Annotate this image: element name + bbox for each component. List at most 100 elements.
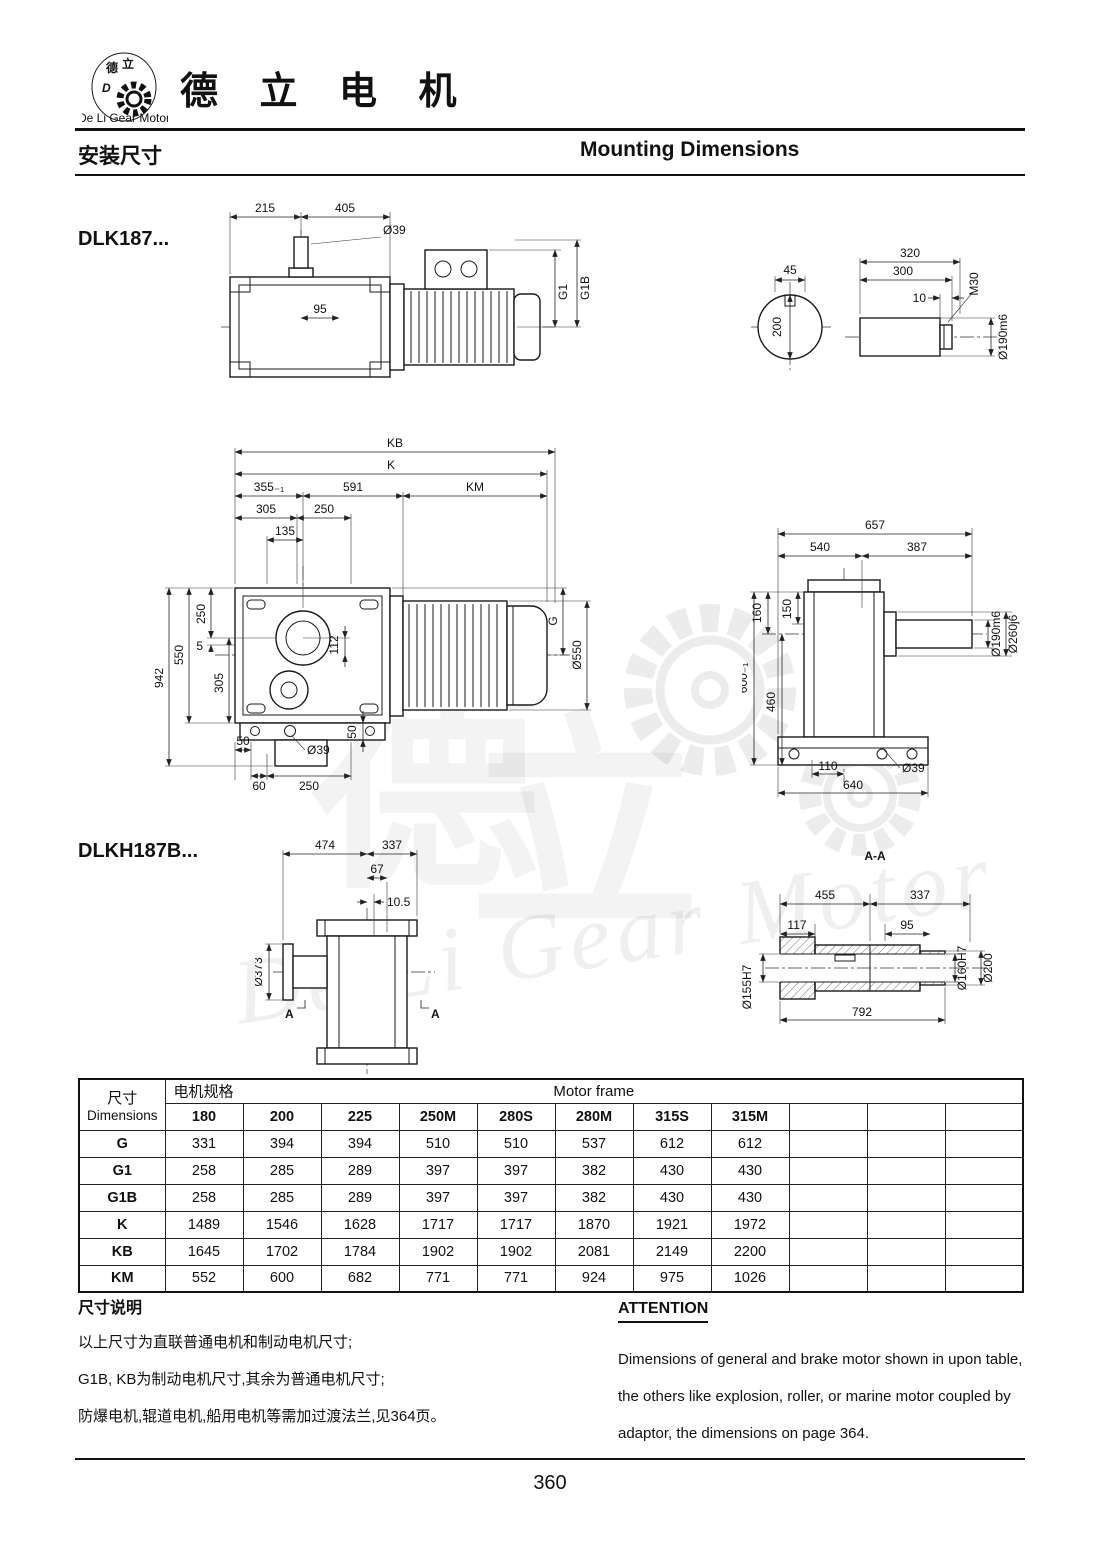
motor-frame-column: 315S [632, 1102, 712, 1131]
motor-front-outline [389, 595, 548, 717]
dimension-value-cell: 600 [242, 1264, 322, 1293]
logo-ring-text: De Li Gear Motor [82, 111, 168, 125]
dimension-value-cell: 430 [632, 1156, 712, 1185]
dim-label: 550 [172, 645, 186, 665]
dimension-value-cell: 285 [242, 1183, 322, 1212]
dim-label: 455 [815, 888, 835, 902]
dim-label: 387 [907, 540, 927, 554]
dim-label: G1 [556, 284, 570, 300]
gearbox-side-view-drawing: 657 540 387 600₋₁ 160 460 150 Ø190m6 Ø26… [742, 518, 1020, 797]
empty-cell [944, 1264, 1024, 1293]
dimensions-label-en: Dimensions [86, 1107, 158, 1123]
empty-cell [944, 1183, 1024, 1212]
dimension-value-cell: 537 [554, 1129, 634, 1158]
empty-cell [866, 1210, 946, 1239]
dim-label: G [546, 616, 560, 625]
dimension-row-label: G1 [78, 1156, 166, 1185]
page-number: 360 [533, 1472, 567, 1494]
empty-cell [788, 1264, 868, 1293]
dim-label: 60 [252, 779, 266, 793]
dimension-value-cell: 1717 [398, 1210, 478, 1239]
dim-label: Ø190m6 [989, 611, 1003, 657]
dimension-row-label: G [78, 1129, 166, 1158]
dim-label: 117 [787, 918, 806, 932]
brand-logo: D 德 立 De Li Gear Motor [82, 52, 168, 125]
dim-label: G1B [578, 276, 592, 300]
dimension-value-cell: 258 [164, 1156, 244, 1185]
motor-frame-column [944, 1102, 1024, 1131]
dimension-value-cell: 382 [554, 1156, 634, 1185]
gearbox-front-outline [234, 587, 391, 767]
dimension-value-cell: 1489 [164, 1210, 244, 1239]
dimension-row-label: KM [78, 1264, 166, 1293]
dim-label: 200 [770, 317, 784, 337]
dim-label: KM [466, 480, 484, 494]
dimension-value-cell: 1921 [632, 1210, 712, 1239]
dimension-value-cell: 258 [164, 1183, 244, 1212]
table-header-row-1: 尺寸 Dimensions 电机规格 Motor frame [78, 1078, 1024, 1131]
motor-frame-column: 200 [242, 1102, 322, 1131]
notes-en-line: Dimensions of general and brake motor sh… [618, 1351, 1023, 1368]
section-mark-a-right: A [431, 1007, 440, 1021]
dim-label: 942 [155, 668, 166, 688]
dim-label: 640 [843, 778, 863, 792]
dim-label: 250 [299, 779, 319, 793]
empty-cell [788, 1156, 868, 1185]
motor-top-outline [389, 249, 541, 371]
dim-label: 600₋₁ [742, 663, 750, 693]
dim-label: 250 [194, 604, 208, 624]
logo-char-2: 立 [122, 56, 134, 71]
empty-cell [866, 1129, 946, 1158]
dim-label: 474 [315, 838, 335, 852]
motor-frame-column: 180 [164, 1102, 244, 1131]
empty-cell [788, 1183, 868, 1212]
dimension-value-cell: 771 [398, 1264, 478, 1293]
dim-label: 135 [275, 524, 295, 538]
dimension-value-cell: 397 [476, 1156, 556, 1185]
motor-frame-label-zh: 电机规格 [173, 1083, 234, 1101]
dimension-value-cell: 1702 [242, 1237, 322, 1266]
dimension-value-cell: 1784 [320, 1237, 400, 1266]
dim-label: Ø190m6 [996, 314, 1010, 360]
dimension-value-cell: 510 [398, 1129, 478, 1158]
dimension-value-cell: 430 [632, 1183, 712, 1212]
brand-title: 德 立 电 机 [180, 71, 473, 113]
notes-zh-title: 尺寸说明 [78, 1300, 143, 1317]
dim-label: Ø39 [383, 223, 406, 237]
dim-label: KB [387, 438, 403, 450]
dimension-row-label: K [78, 1210, 166, 1239]
dimension-value-cell: 612 [632, 1129, 712, 1158]
dim-label: Ø550 [570, 640, 584, 670]
notes-en-title: ATTENTION [618, 1300, 709, 1323]
dim-label: 337 [910, 888, 930, 902]
dim-label: 250 [314, 502, 334, 516]
dim-label: 160 [750, 603, 764, 623]
dim-label: 110 [818, 759, 837, 773]
dimension-value-cell: 2200 [710, 1237, 790, 1266]
dimension-row-label: KB [78, 1237, 166, 1266]
dimension-value-cell: 331 [164, 1129, 244, 1158]
dim-label: Ø39 [307, 743, 330, 757]
motor-frame-column: 315M [710, 1102, 790, 1131]
logo-char-1: 德 [106, 60, 118, 75]
dim-label: 355₋₁ [254, 480, 284, 494]
notes-en-line: the others like explosion, roller, or ma… [618, 1388, 1011, 1405]
dimension-value-cell: 397 [476, 1183, 556, 1212]
dim-label: K [387, 458, 395, 472]
dimension-value-cell: 382 [554, 1183, 634, 1212]
dim-label: 320 [900, 246, 920, 260]
dimension-value-cell: 1902 [476, 1237, 556, 1266]
header-rule [75, 128, 1025, 131]
notes-zh-line: 防爆电机,辊道电机,船用电机等需加过渡法兰,见364页。 [78, 1408, 446, 1425]
motor-frame-column: 280M [554, 1102, 634, 1131]
motor-frame-label-en: Motor frame [553, 1082, 635, 1100]
dim-label: 10.5 [387, 895, 411, 909]
motor-frame-column: 280S [476, 1102, 556, 1131]
notes-en-line: adaptor, the dimensions on page 364. [618, 1425, 870, 1442]
dimension-value-cell: 510 [476, 1129, 556, 1158]
dim-label: Ø200 [981, 953, 995, 983]
dim-label: 305 [256, 502, 276, 516]
notes-zh: 尺寸说明 以上尺寸为直联普通电机和制动电机尺寸; G1B, KB为制动电机尺寸,… [78, 1300, 578, 1445]
dim-label: 591 [343, 480, 363, 494]
dim-label: Ø160H7 [955, 945, 969, 990]
